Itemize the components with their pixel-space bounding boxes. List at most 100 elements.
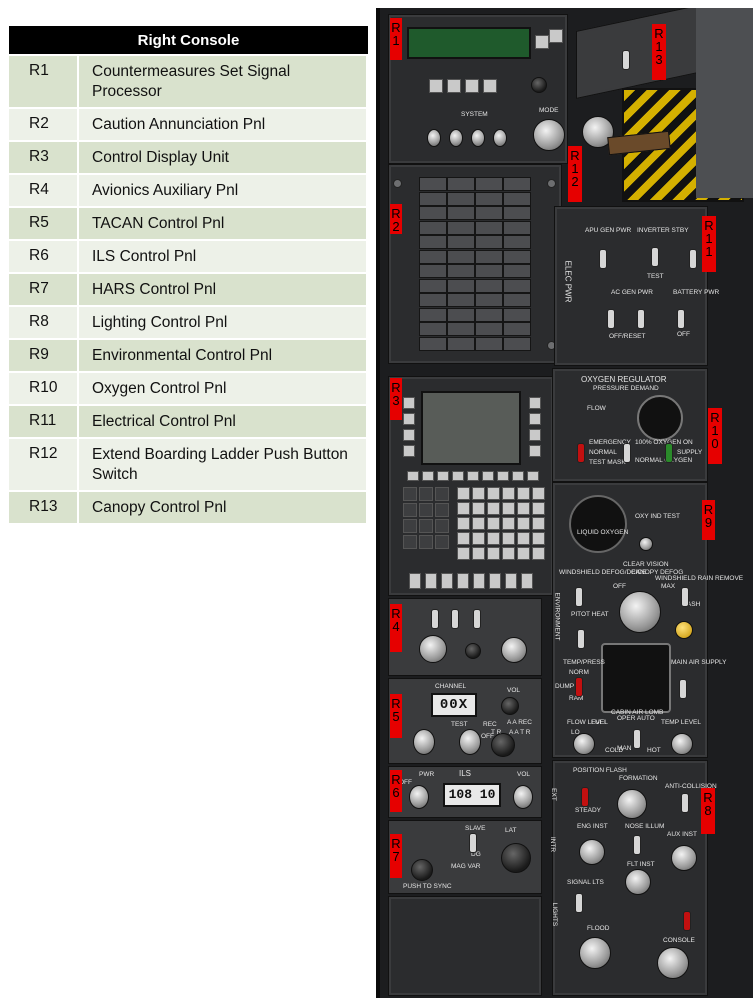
cdu-key[interactable] [422, 471, 434, 481]
cdu-key[interactable] [403, 445, 415, 457]
anti-collision-switch[interactable] [681, 793, 689, 813]
cdu-key[interactable] [517, 487, 530, 500]
ac-gen-right-switch[interactable] [637, 309, 645, 329]
cdu-key[interactable] [403, 413, 415, 425]
cdu-key[interactable] [472, 547, 485, 560]
cdu-key[interactable] [532, 532, 545, 545]
cdu-key[interactable] [482, 471, 494, 481]
cdu-key[interactable] [403, 519, 417, 533]
inverter-switch[interactable] [651, 247, 659, 267]
cmsp-button[interactable] [549, 29, 563, 43]
hars-sync-knob[interactable] [411, 859, 433, 881]
steer-knob[interactable] [419, 635, 447, 663]
cdu-key[interactable] [403, 429, 415, 441]
cdu-key[interactable] [532, 517, 545, 530]
boarding-ladder-button[interactable] [582, 116, 614, 148]
windshield-defog-switch[interactable] [575, 587, 583, 607]
avionics-switch[interactable] [451, 609, 459, 629]
cdu-key[interactable] [457, 502, 470, 515]
cdu-key[interactable] [532, 487, 545, 500]
tacan-vol-knob[interactable] [501, 697, 519, 715]
cdu-key[interactable] [425, 573, 437, 589]
apu-gen-switch[interactable] [599, 249, 607, 269]
temp-level-knob[interactable] [671, 733, 693, 755]
canopy-defog-knob[interactable] [619, 591, 661, 633]
temp-press-switch[interactable] [575, 677, 583, 697]
cdu-key[interactable] [502, 547, 515, 560]
cmsp-switch[interactable] [493, 129, 507, 147]
cdu-key[interactable] [527, 471, 539, 481]
avionics-switch[interactable] [431, 609, 439, 629]
cdu-key[interactable] [529, 445, 541, 457]
cdu-key[interactable] [472, 502, 485, 515]
aux-inst-knob[interactable] [671, 845, 697, 871]
cdu-key[interactable] [487, 547, 500, 560]
ils-pwr-knob[interactable] [409, 785, 429, 809]
cdu-key[interactable] [419, 503, 433, 517]
cdu-key[interactable] [502, 502, 515, 515]
oxy-test-button[interactable] [639, 537, 653, 551]
steer-button[interactable] [465, 643, 481, 659]
cdu-key[interactable] [435, 519, 449, 533]
cdu-key[interactable] [517, 532, 530, 545]
cdu-key[interactable] [403, 397, 415, 409]
main-air-switch[interactable] [679, 679, 687, 699]
cdu-key[interactable] [532, 547, 545, 560]
hars-slave-switch[interactable] [469, 833, 477, 853]
cmsp-switch[interactable] [471, 129, 485, 147]
cmsp-button[interactable] [483, 79, 497, 93]
formation-knob[interactable] [617, 789, 647, 819]
battery-switch[interactable] [677, 309, 685, 329]
cdu-key[interactable] [529, 397, 541, 409]
cdu-key[interactable] [521, 573, 533, 589]
bleed-air-knob[interactable] [675, 621, 693, 639]
cdu-key[interactable] [441, 573, 453, 589]
tacan-left-knob[interactable] [413, 729, 435, 755]
cdu-key[interactable] [467, 471, 479, 481]
cdu-key[interactable] [457, 532, 470, 545]
cmsp-button[interactable] [447, 79, 461, 93]
rain-remove-switch[interactable] [681, 587, 689, 607]
cdu-key[interactable] [403, 487, 417, 501]
hars-lat-knob[interactable] [501, 843, 531, 873]
cdu-key[interactable] [409, 573, 421, 589]
nose-illum-switch[interactable] [633, 835, 641, 855]
tacan-right-knob[interactable] [459, 729, 481, 755]
cdu-key[interactable] [457, 573, 469, 589]
cdu-key[interactable] [419, 535, 433, 549]
cdu-key[interactable] [473, 573, 485, 589]
cdu-key[interactable] [517, 517, 530, 530]
cdu-key[interactable] [472, 532, 485, 545]
cdu-key[interactable] [419, 487, 433, 501]
eng-inst-knob[interactable] [579, 839, 605, 865]
cdu-key[interactable] [437, 471, 449, 481]
cdu-key[interactable] [457, 517, 470, 530]
cmsp-button[interactable] [465, 79, 479, 93]
flow-level-knob[interactable] [573, 733, 595, 755]
cdu-key[interactable] [487, 517, 500, 530]
canopy-switch[interactable] [622, 50, 630, 70]
cdu-key[interactable] [502, 487, 515, 500]
avionics-switch[interactable] [473, 609, 481, 629]
cdu-key[interactable] [512, 471, 524, 481]
cmsp-button[interactable] [535, 35, 549, 49]
page-knob[interactable] [501, 637, 527, 663]
cdu-key[interactable] [487, 502, 500, 515]
temp-mode-switch[interactable] [633, 729, 641, 749]
accel-comp-switch[interactable] [683, 911, 691, 931]
signal-lights-switch[interactable] [575, 893, 583, 913]
cmsp-rotary[interactable] [531, 77, 547, 93]
ac-gen-left-switch[interactable] [607, 309, 615, 329]
cdu-key[interactable] [517, 502, 530, 515]
cmsp-mode-knob[interactable] [533, 119, 565, 151]
cmsp-switch[interactable] [427, 129, 441, 147]
cdu-key[interactable] [502, 517, 515, 530]
cdu-key[interactable] [472, 487, 485, 500]
flt-inst-knob[interactable] [625, 869, 651, 895]
cdu-key[interactable] [487, 532, 500, 545]
cdu-key[interactable] [452, 471, 464, 481]
cdu-key[interactable] [457, 487, 470, 500]
ils-vol-knob[interactable] [513, 785, 533, 809]
cmsp-button[interactable] [429, 79, 443, 93]
pitot-heat-switch[interactable] [577, 629, 585, 649]
